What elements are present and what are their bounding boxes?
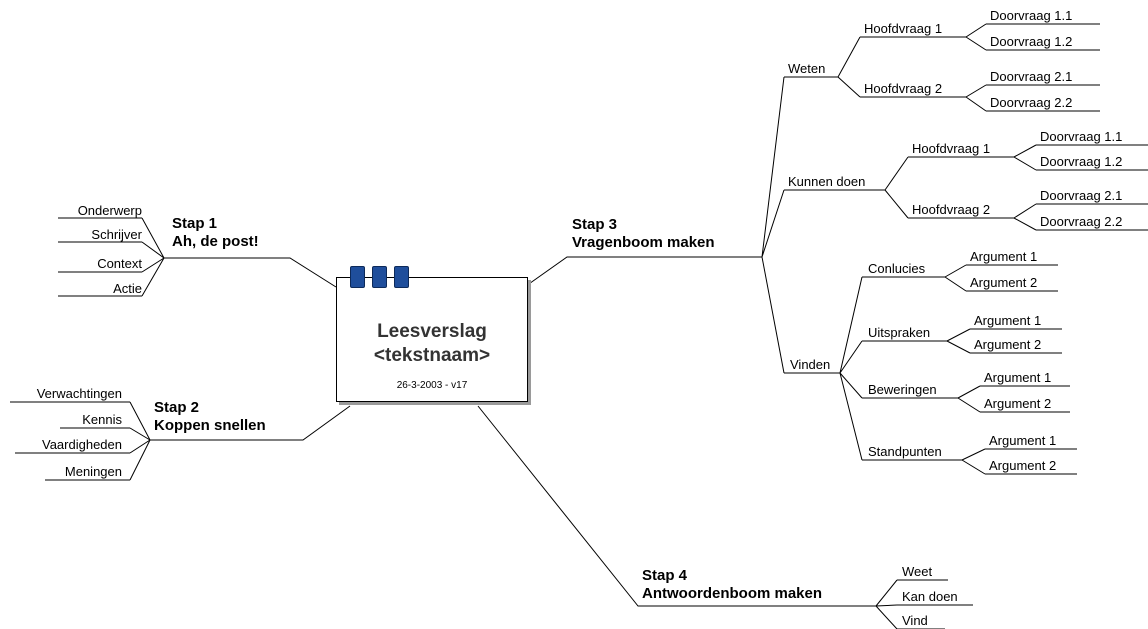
stap3-fan: [761, 76, 785, 374]
stap4-subtitle: Antwoordenboom maken: [642, 585, 823, 602]
stap4-connector: [477, 405, 876, 607]
kunnen-hoofdvraag-2[interactable]: Hoofdvraag 2: [912, 202, 991, 217]
stap1-topic[interactable]: Stap 1 Ah, de post!: [172, 215, 259, 251]
stap1-connector: [164, 257, 337, 288]
stap2-item-verwachtingen[interactable]: Verwachtingen: [36, 386, 122, 401]
vinden-conlucies[interactable]: Conlucies: [868, 261, 926, 276]
weten-doorvraag-2-2[interactable]: Doorvraag 2.2: [990, 95, 1073, 110]
kunnen-doorvraag-2-2[interactable]: Doorvraag 2.2: [1040, 214, 1123, 229]
vinden-beweringen[interactable]: Beweringen: [868, 382, 937, 397]
binder-clip-icon: [394, 266, 409, 288]
central-title: Leesverslag <tekstnaam>: [337, 320, 527, 368]
stap1-item-onderwerp[interactable]: Onderwerp: [77, 203, 142, 218]
stap4-item-vind[interactable]: Vind: [902, 613, 928, 628]
central-topic[interactable]: Leesverslag <tekstnaam> 26-3-2003 - v17: [336, 266, 528, 402]
binder-clip-icon: [350, 266, 365, 288]
central-date: 26-3-2003 - v17: [396, 380, 468, 391]
stap4-item-weet[interactable]: Weet: [902, 564, 933, 579]
standpunten-argument-1[interactable]: Argument 1: [989, 433, 1057, 448]
binder-clip-icon: [372, 266, 387, 288]
beweringen-argument-1[interactable]: Argument 1: [984, 370, 1052, 385]
stap3-topic[interactable]: Stap 3 Vragenboom maken: [572, 216, 715, 252]
weten-hoofdvraag-2[interactable]: Hoofdvraag 2: [864, 81, 943, 96]
central-title-line-2: <tekstnaam>: [373, 345, 491, 366]
weten-doorvraag-2-1[interactable]: Doorvraag 2.1: [990, 69, 1073, 84]
vinden-standpunten[interactable]: Standpunten: [868, 444, 942, 459]
stap1-item-actie[interactable]: Actie: [113, 281, 142, 296]
kunnen-hoofdvraag-1[interactable]: Hoofdvraag 1: [912, 141, 991, 156]
stap1-title: Stap 1: [172, 215, 218, 232]
stap4-item-kan-doen[interactable]: Kan doen: [902, 589, 958, 604]
stap2-connector: [150, 405, 351, 441]
stap3-title: Stap 3: [572, 216, 618, 233]
weten-hoofdvraag-1[interactable]: Hoofdvraag 1: [864, 21, 943, 36]
kunnen-doorvraag-1-1[interactable]: Doorvraag 1.1: [1040, 129, 1123, 144]
central-title-line-1: Leesverslag: [377, 321, 487, 342]
standpunten-argument-2[interactable]: Argument 2: [989, 458, 1057, 473]
stap3-subtitle: Vragenboom maken: [572, 234, 715, 251]
conlucies-argument-2[interactable]: Argument 2: [970, 275, 1038, 290]
stap2-title: Stap 2: [154, 399, 200, 416]
weten-node[interactable]: Weten: [788, 61, 826, 76]
uitspraken-argument-1[interactable]: Argument 1: [974, 313, 1042, 328]
stap1-fan: [141, 217, 165, 297]
stap2-item-vaardigheden[interactable]: Vaardigheden: [42, 437, 122, 452]
stap4-fan: [875, 579, 898, 629]
stap4-topic[interactable]: Stap 4 Antwoordenboom maken: [642, 567, 822, 603]
stap3-connector: [525, 256, 762, 287]
stap2-item-meningen[interactable]: Meningen: [64, 464, 122, 479]
stap1-subtitle: Ah, de post!: [172, 233, 259, 250]
vinden-uitspraken[interactable]: Uitspraken: [868, 325, 931, 340]
stap1-item-schrijver[interactable]: Schrijver: [91, 227, 142, 242]
stap2-topic[interactable]: Stap 2 Koppen snellen: [154, 399, 266, 435]
conlucies-argument-1[interactable]: Argument 1: [970, 249, 1038, 264]
weten-doorvraag-1-1[interactable]: Doorvraag 1.1: [990, 8, 1073, 23]
stap2-item-kennis[interactable]: Kennis: [82, 412, 122, 427]
stap1-item-context[interactable]: Context: [97, 256, 142, 271]
kunnen-doorvraag-2-1[interactable]: Doorvraag 2.1: [1040, 188, 1123, 203]
stap4-title: Stap 4: [642, 567, 688, 584]
stap2-subtitle: Koppen snellen: [154, 417, 266, 434]
uitspraken-argument-2[interactable]: Argument 2: [974, 337, 1042, 352]
vinden-node[interactable]: Vinden: [790, 357, 831, 372]
weten-doorvraag-1-2[interactable]: Doorvraag 1.2: [990, 34, 1073, 49]
kunnen-doen-node[interactable]: Kunnen doen: [788, 174, 866, 189]
beweringen-argument-2[interactable]: Argument 2: [984, 396, 1052, 411]
stap2-fan: [129, 401, 151, 481]
kunnen-doorvraag-1-2[interactable]: Doorvraag 1.2: [1040, 154, 1123, 169]
